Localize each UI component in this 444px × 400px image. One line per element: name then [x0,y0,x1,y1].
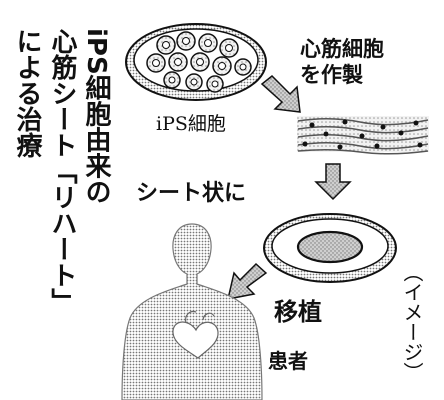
petri-dish-ips [125,23,267,101]
label-ips-cells: iPS細胞 [156,113,226,135]
title-column-3: による治療 [12,28,42,159]
arrow-to-sheet [314,163,352,201]
label-make-cardiac-1: 心筋細胞 [300,37,384,61]
label-transplant: 移植 [274,298,322,326]
title-column-2: 心筋シート「リハート」 [47,28,77,314]
petri-dish-sheet [263,213,397,283]
arrow-to-cardiac-cells [260,74,301,113]
patient-silhouette [121,223,263,400]
cardiac-cell-sheet [296,230,364,264]
vertical-title: iPS細胞由来の 心筋シート「リハート」 による治療 [12,28,111,314]
label-patient: 患者 [268,349,308,373]
cardiac-cell-strands [297,116,429,155]
label-make-cardiac-2: を作製 [300,63,363,87]
label-to-sheet: シート状に [136,181,246,206]
label-image-note: （イメージ） [400,262,424,382]
arrow-to-patient [227,262,268,300]
title-column-1: iPS細胞由来の [81,28,111,205]
heart-icon [172,310,219,359]
